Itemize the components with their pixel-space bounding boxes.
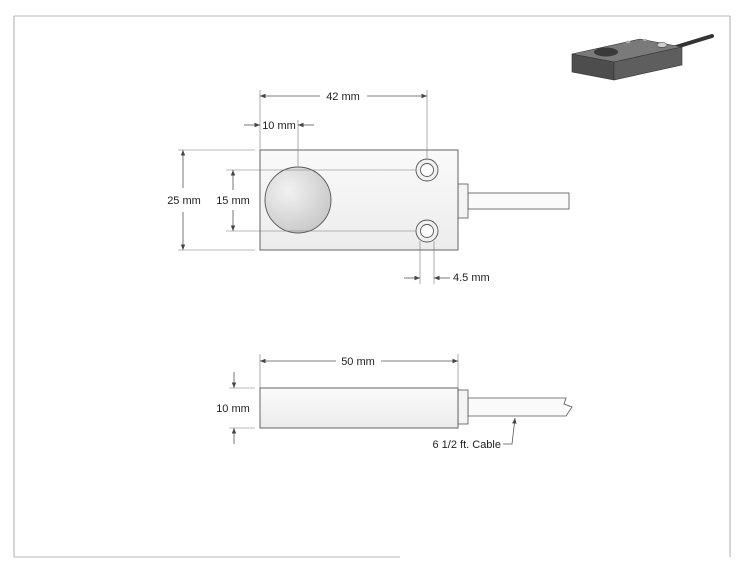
top-cable [467, 192, 570, 210]
mount-hole-bottom [415, 219, 439, 243]
top-strain-relief [457, 183, 469, 219]
mount-hole-top [415, 158, 439, 182]
dim-hole-offset-10: 10 mm [262, 120, 296, 132]
side-cable [467, 397, 573, 417]
drawing-frame [13, 15, 731, 558]
sensing-face [264, 166, 332, 234]
cable-length-note: 6 1/2 ft. Cable [433, 439, 502, 451]
isometric-preview [571, 34, 714, 81]
side-strain-relief [457, 389, 469, 425]
dim-hole-spacing-15: 15 mm [216, 195, 250, 207]
dim-height-25: 25 mm [167, 195, 201, 207]
dim-mount-hole-4-5: 4.5 mm [453, 272, 490, 284]
dim-thickness-10: 10 mm [216, 403, 250, 415]
sensor-body-side [259, 387, 459, 429]
dim-length-50: 50 mm [341, 356, 375, 368]
top-view: 42 mm 10 mm 25 mm 15 mm 4.5 mm [167, 90, 570, 284]
side-view: 50 mm 10 mm 6 1/2 ft. Cable [216, 354, 573, 451]
dim-width-42: 42 mm [326, 91, 360, 103]
